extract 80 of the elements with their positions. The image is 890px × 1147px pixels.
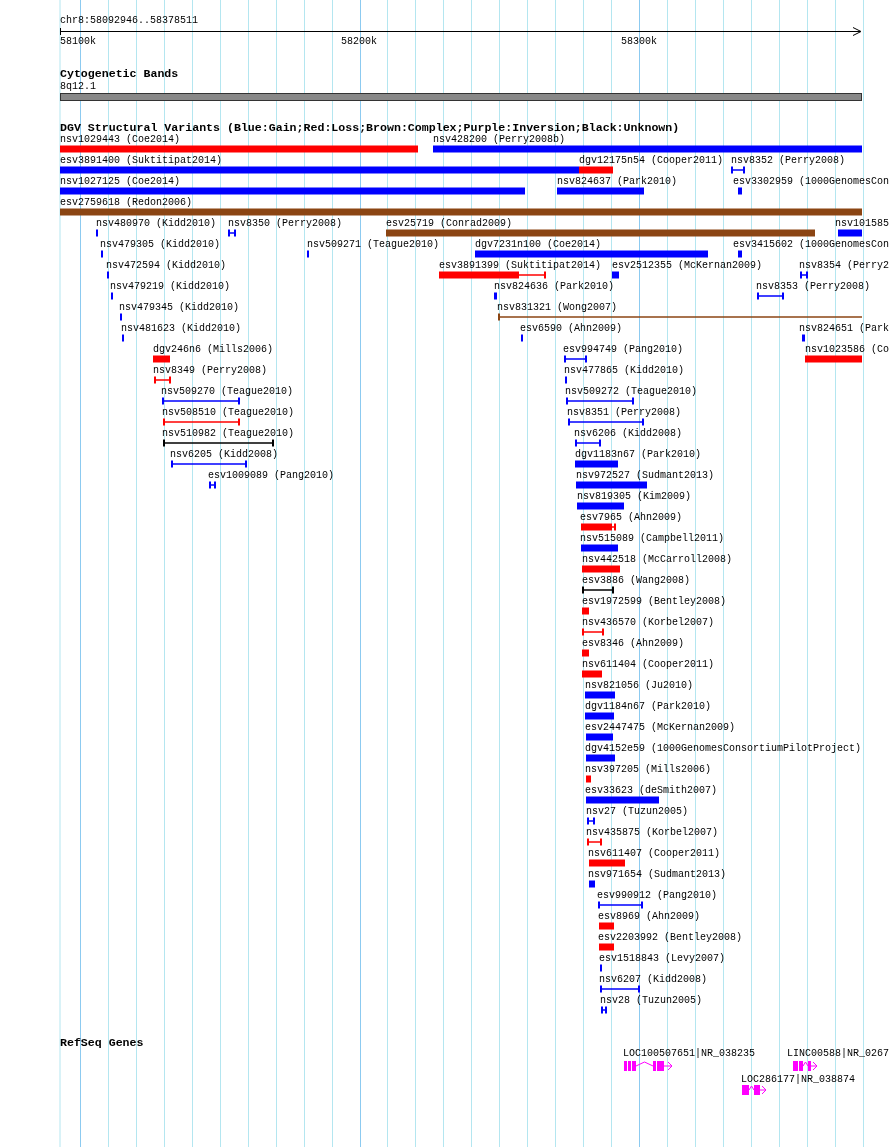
variant-label: nsv1023586 (Co xyxy=(805,344,889,355)
variant-label: nsv611404 (Cooper2011) xyxy=(582,659,715,670)
variant-label: nsv824636 (Park2010) xyxy=(494,281,615,292)
variant-label: dgv1184n67 (Park2010) xyxy=(585,701,712,712)
gene-label: LOC286177|NR_038874 xyxy=(741,1074,856,1085)
variant-label: nsv6206 (Kidd2008) xyxy=(574,428,683,439)
variant-label: nsv831321 (Wong2007) xyxy=(497,302,618,313)
variant-label: esv7965 (Ahn2009) xyxy=(580,512,683,523)
variant-label: dgv7231n100 (Coe2014) xyxy=(475,239,602,250)
variant-label: nsv8352 (Perry2008) xyxy=(731,155,846,166)
variant-label: nsv477865 (Kidd2010) xyxy=(564,365,685,376)
variant-label: dgv1183n67 (Park2010) xyxy=(575,449,702,460)
variant-label: nsv481623 (Kidd2010) xyxy=(121,323,242,334)
variant-label: nsv472594 (Kidd2010) xyxy=(106,260,227,271)
variant-label: nsv1027125 (Coe2014) xyxy=(60,176,181,187)
variant-label: nsv824651 (Park xyxy=(799,323,889,334)
variant-label: nsv8353 (Perry2008) xyxy=(756,281,871,292)
variant-label: esv990912 (Pang2010) xyxy=(597,890,718,901)
variant-label: esv6590 (Ahn2009) xyxy=(520,323,623,334)
variant-label: nsv510982 (Teague2010) xyxy=(162,428,295,439)
variant-label: esv3886 (Wang2008) xyxy=(582,575,691,586)
variant-label: esv1518843 (Levy2007) xyxy=(599,953,726,964)
variant-label: nsv508510 (Teague2010) xyxy=(162,407,295,418)
variant-label: nsv8351 (Perry2008) xyxy=(567,407,682,418)
variant-label: nsv971654 (Sudmant2013) xyxy=(588,869,727,880)
variant-label: nsv6207 (Kidd2008) xyxy=(599,974,708,985)
variant-label: esv2203992 (Bentley2008) xyxy=(598,932,743,943)
variant-label: esv3302959 (1000GenomesCon xyxy=(733,176,890,187)
variant-label: nsv480970 (Kidd2010) xyxy=(96,218,217,229)
variant-label: nsv819305 (Kim2009) xyxy=(577,491,692,502)
variant-label: esv994749 (Pang2010) xyxy=(563,344,684,355)
variant-label: nsv972527 (Sudmant2013) xyxy=(576,470,715,481)
variant-label: dgv12175n54 (Cooper2011) xyxy=(579,155,724,166)
variant-label: nsv6205 (Kidd2008) xyxy=(170,449,279,460)
coordinate-range: chr8:58092946..58378511 xyxy=(60,15,199,26)
variant-label: esv33623 (deSmith2007) xyxy=(585,785,718,796)
variant-label: esv1009089 (Pang2010) xyxy=(208,470,335,481)
variant-label: nsv27 (Tuzun2005) xyxy=(586,806,689,817)
variant-label: esv25719 (Conrad2009) xyxy=(386,218,513,229)
variant-label: esv2759618 (Redon2006) xyxy=(60,197,193,208)
variant-label: esv3891400 (Suktitipat2014) xyxy=(60,155,223,166)
variant-label: esv8969 (Ahn2009) xyxy=(598,911,701,922)
variant-label: nsv442518 (McCarroll2008) xyxy=(582,554,733,565)
variant-label: nsv824637 (Park2010) xyxy=(557,176,678,187)
variant-label: nsv1029443 (Coe2014) xyxy=(60,134,181,145)
variant-label: dgv4152e59 (1000GenomesConsortiumPilotProject) xyxy=(585,743,862,754)
variant-label: esv3891399 (Suktitipat2014) xyxy=(439,260,602,271)
variant-label: esv1972599 (Bentley2008) xyxy=(582,596,727,607)
track-title: RefSeq Genes xyxy=(60,1036,144,1049)
variant-label: nsv509270 (Teague2010) xyxy=(161,386,294,397)
axis-tick-label: 58300k xyxy=(621,36,657,47)
variant-label: nsv479305 (Kidd2010) xyxy=(100,239,221,250)
gene-label: LINC00588|NR_0267 xyxy=(787,1048,890,1059)
gene-label: LOC100507651|NR_038235 xyxy=(623,1048,756,1059)
variant-label: esv2447475 (McKernan2009) xyxy=(585,722,736,733)
variant-label: nsv435875 (Korbel2007) xyxy=(586,827,719,838)
variant-label: nsv611407 (Cooper2011) xyxy=(588,848,721,859)
variant-label: nsv428200 (Perry2008b) xyxy=(433,134,566,145)
variant-label: nsv28 (Tuzun2005) xyxy=(600,995,703,1006)
variant-label: nsv101585 xyxy=(835,218,889,229)
variant-label: nsv8354 (Perry2 xyxy=(799,260,889,271)
variant-label: nsv515089 (Campbell2011) xyxy=(580,533,725,544)
variant-label: nsv397205 (Mills2006) xyxy=(585,764,712,775)
variant-label: nsv509272 (Teague2010) xyxy=(565,386,698,397)
axis-tick-label: 58200k xyxy=(341,36,377,47)
axis-tick-label: 58100k xyxy=(60,36,96,47)
variant-label: nsv479345 (Kidd2010) xyxy=(119,302,240,313)
track-title: Cytogenetic Bands xyxy=(60,67,179,80)
variant-label: nsv479219 (Kidd2010) xyxy=(110,281,231,292)
variant-label: dgv246n6 (Mills2006) xyxy=(153,344,274,355)
variant-label: esv3415602 (1000GenomesCon xyxy=(733,239,890,250)
variant-label: esv2512355 (McKernan2009) xyxy=(612,260,763,271)
variant-label: esv8346 (Ahn2009) xyxy=(582,638,685,649)
variant-label: nsv8350 (Perry2008) xyxy=(228,218,343,229)
variant-label: nsv436570 (Korbel2007) xyxy=(582,617,715,628)
band-label: 8q12.1 xyxy=(60,81,96,92)
track-title: DGV Structural Variants (Blue:Gain;Red:Loss;Brown:Complex;Purple:Inversion;Black:Unknown) xyxy=(60,121,680,134)
variant-label: nsv8349 (Perry2008) xyxy=(153,365,268,376)
variant-label: nsv821056 (Ju2010) xyxy=(585,680,694,691)
variant-label: nsv509271 (Teague2010) xyxy=(307,239,440,250)
